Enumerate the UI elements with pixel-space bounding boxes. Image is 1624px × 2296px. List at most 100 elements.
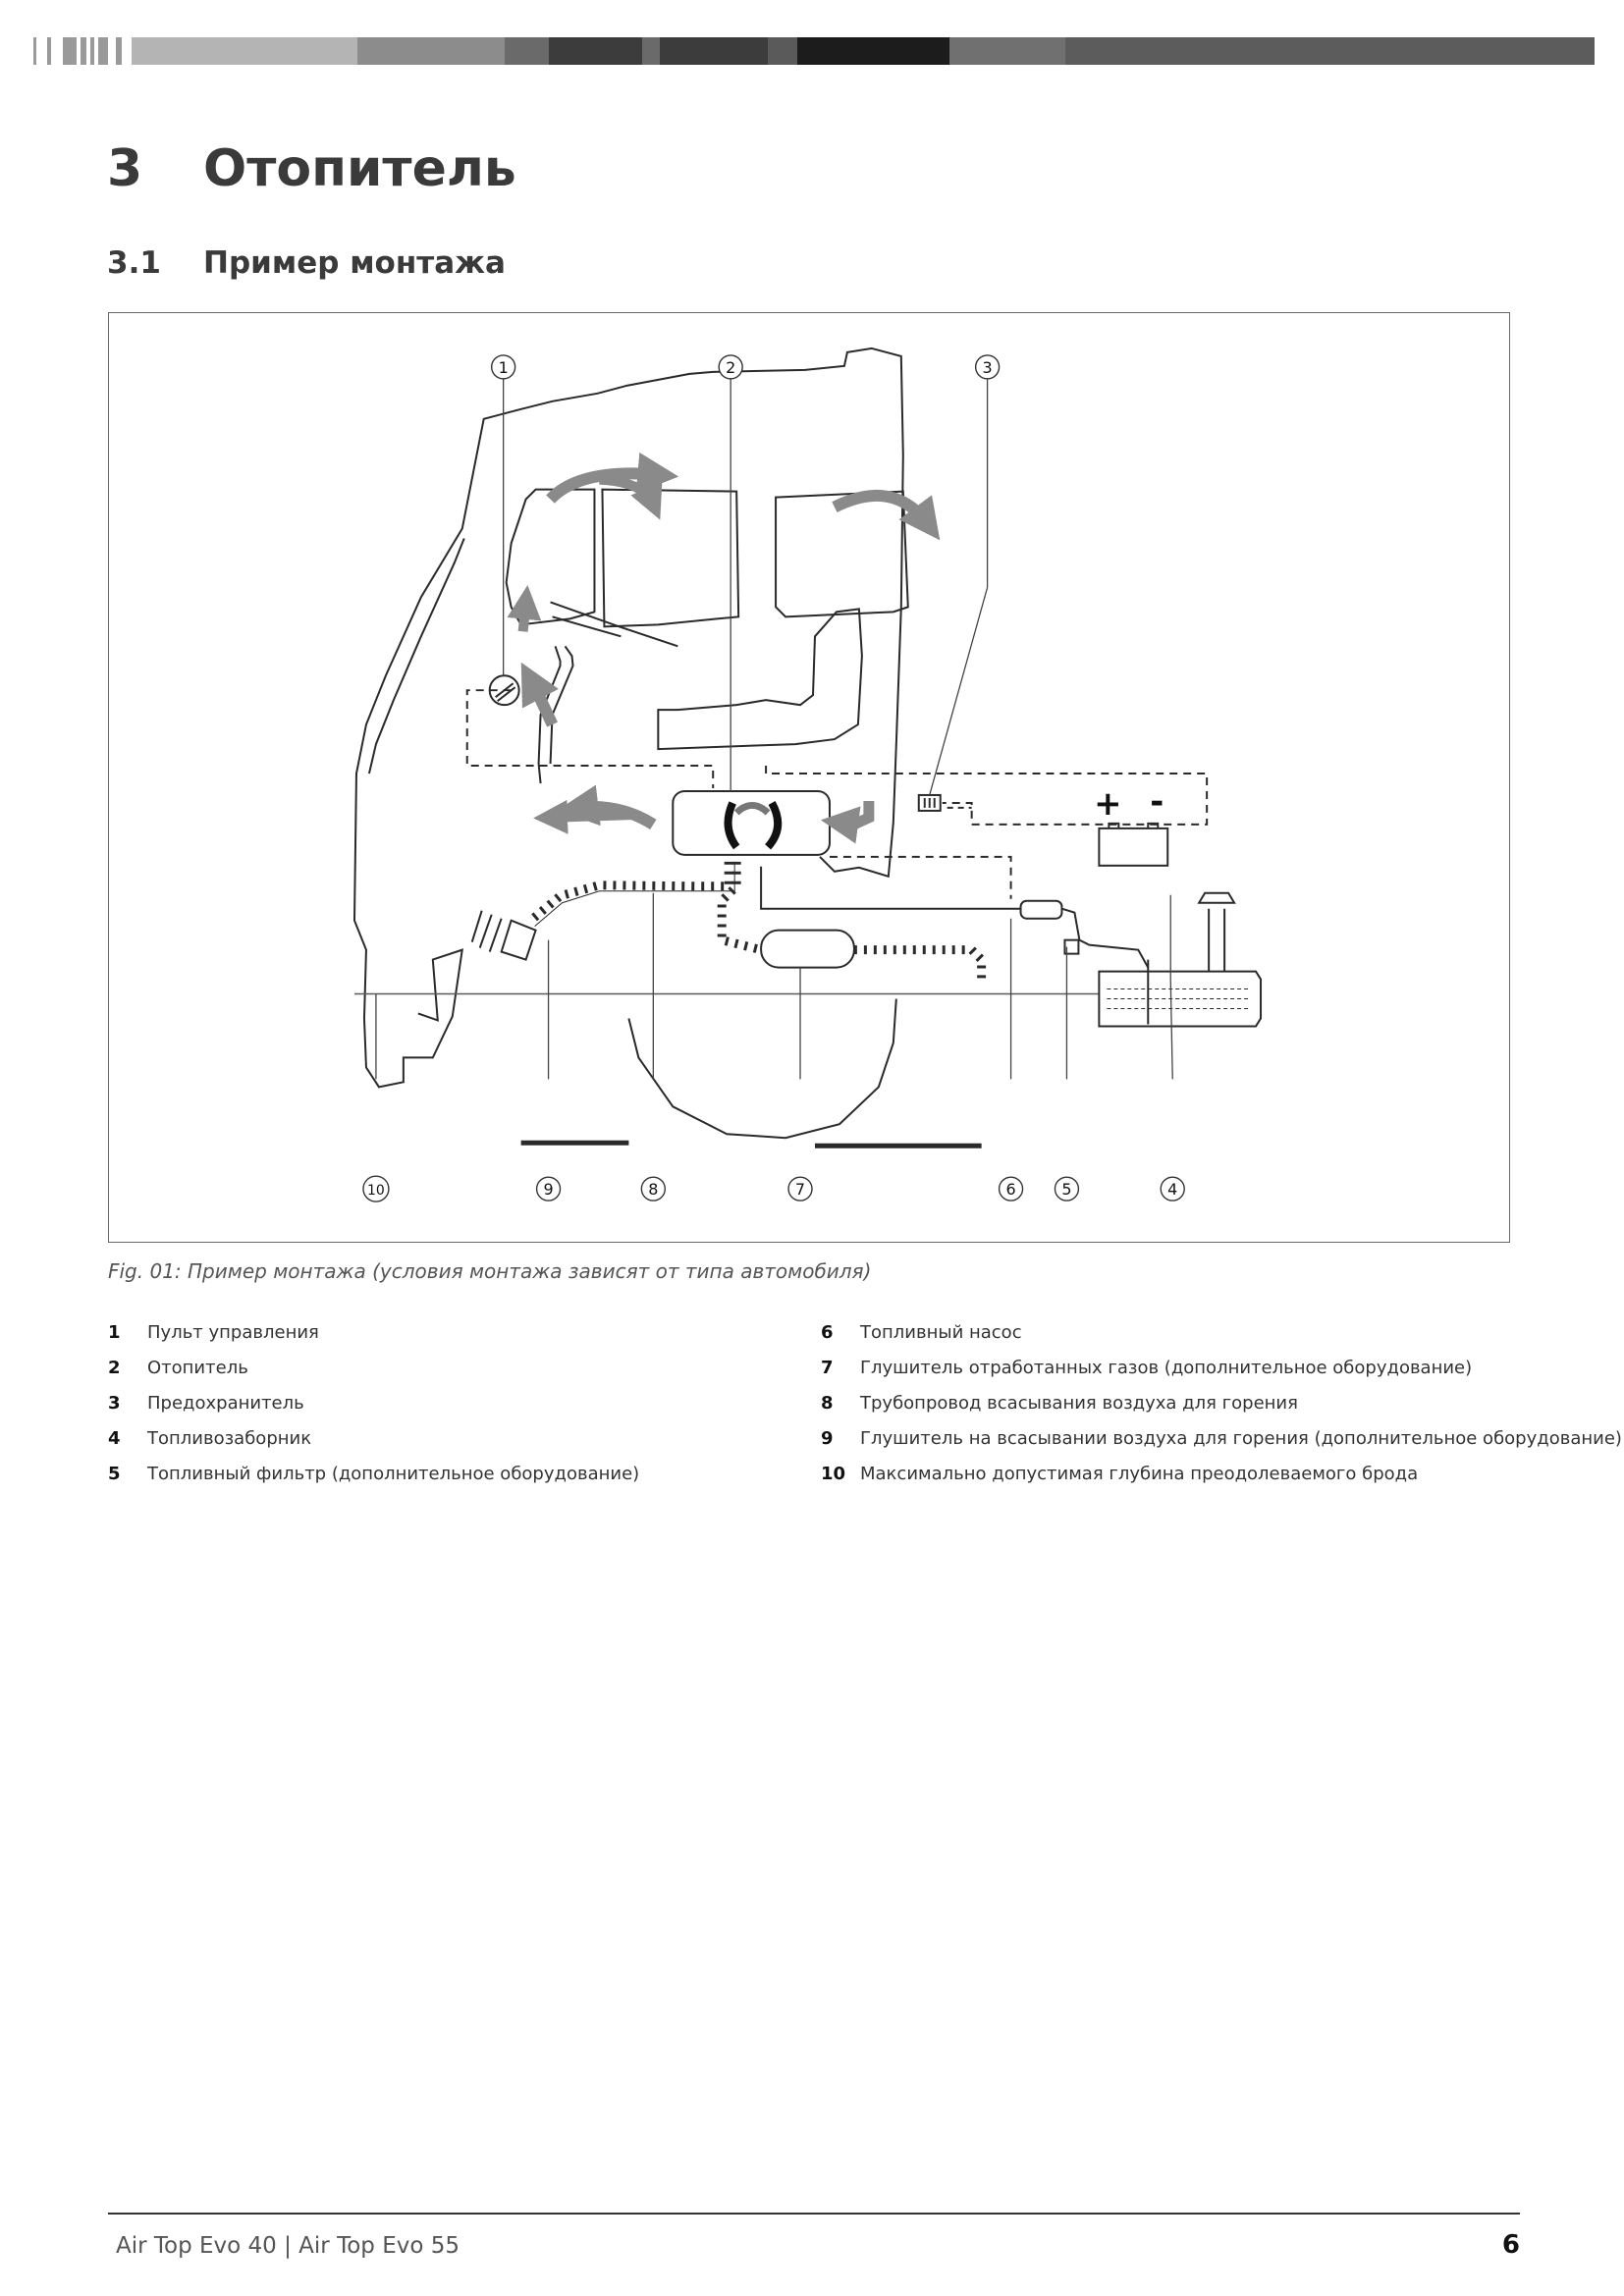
- chapter-title-text: Отопитель: [203, 139, 516, 198]
- legend-text: Топливный фильтр (дополнительное оборудо…: [147, 1464, 640, 1484]
- callout-circle: [1160, 1176, 1185, 1201]
- battery-icon: [1098, 827, 1169, 867]
- page-number: 6: [1501, 2230, 1520, 2260]
- control-wiring: [465, 689, 715, 788]
- airflow-arrow: [520, 662, 559, 727]
- callout-circle: [1054, 1176, 1080, 1201]
- callout-circle: [718, 354, 743, 380]
- header-stripe: [116, 37, 122, 65]
- legend-number: 6: [821, 1322, 834, 1343]
- airflow-arrow: [832, 489, 941, 541]
- callout: 4: [1160, 1176, 1185, 1201]
- battery-plus-label: +: [1094, 784, 1121, 823]
- combustion-air-intake-pipe-outline: [534, 861, 735, 928]
- legend-number: 2: [108, 1358, 121, 1378]
- section-title-text: Пример монтажа: [203, 245, 506, 281]
- legend-item: 2 Отопитель: [108, 1351, 815, 1386]
- header-segment: [642, 37, 660, 65]
- callout-circle: [490, 354, 516, 380]
- section-title: 3.1 Пример монтажа: [107, 245, 506, 281]
- legend-text: Отопитель: [147, 1358, 248, 1378]
- header-segment: [660, 37, 768, 65]
- callout: 9: [535, 1176, 562, 1201]
- legend-number: 9: [821, 1428, 834, 1449]
- callout: 3: [974, 354, 1001, 380]
- fuse-icon-lines: [923, 797, 936, 808]
- callout: 8: [640, 1176, 667, 1201]
- callout-number: 2: [726, 358, 735, 377]
- callout: 10: [362, 1175, 390, 1202]
- wheel-arch: [627, 998, 897, 1140]
- figure-caption: Fig. 01: Пример монтажа (условия монтажа…: [108, 1259, 872, 1283]
- section-number: 3.1: [107, 245, 161, 281]
- chapter-number: 3: [107, 139, 143, 198]
- header-segment: [357, 37, 505, 65]
- legend-item: 10 Максимально допустимая глубина преодол…: [821, 1457, 1528, 1492]
- legend-number: 5: [108, 1464, 121, 1484]
- legend-item: 5 Топливный фильтр (дополнительное оборуд…: [108, 1457, 815, 1492]
- battery-terminals: [1108, 822, 1160, 828]
- rear-window-frame: [775, 490, 909, 618]
- header-segment: [1065, 37, 1595, 65]
- legend-number: 8: [821, 1393, 834, 1414]
- legend-text: Пульт управления: [147, 1322, 319, 1343]
- fuel-filter: [1063, 938, 1080, 955]
- callout-number: 1: [499, 358, 509, 377]
- installation-figure: + -: [108, 312, 1510, 1243]
- airflow-arrow: [599, 474, 663, 520]
- callout-number: 5: [1061, 1180, 1071, 1199]
- callout-leaders: [375, 373, 1173, 1080]
- fuse-wiring: [765, 766, 1209, 826]
- callout: 2: [718, 354, 743, 380]
- intake-silencer: [470, 910, 537, 961]
- legend-number: 4: [108, 1428, 121, 1449]
- heater-symbol-flame: [733, 801, 771, 816]
- callout-number: 8: [648, 1180, 658, 1199]
- legend-text: Предохранитель: [147, 1393, 304, 1414]
- callout: 7: [787, 1176, 813, 1201]
- steering-wheel: [550, 601, 678, 648]
- callout-number: 4: [1167, 1180, 1177, 1199]
- legend-number: 10: [821, 1464, 846, 1484]
- header-stripe: [81, 37, 86, 65]
- callout-number: 3: [983, 358, 993, 377]
- chapter-title: 3 Отопитель: [107, 139, 516, 198]
- fuel-tank-level: [1107, 988, 1252, 1010]
- tank-filler-neck: [1197, 891, 1236, 972]
- legend-number: 3: [108, 1393, 121, 1414]
- callout: 5: [1054, 1176, 1080, 1201]
- truck-cab-outline: [352, 347, 904, 1089]
- legend-number: 7: [821, 1358, 834, 1378]
- pump-wiring: [829, 855, 1012, 899]
- combustion-air-intake-pipe: [527, 861, 733, 925]
- header-stripe: [90, 37, 94, 65]
- header-stripe: [63, 37, 77, 65]
- airflow-arrow: [820, 800, 875, 844]
- callout: 1: [490, 354, 516, 380]
- seat-outline: [657, 608, 863, 751]
- legend-text: Максимально допустимая глубина преодолев…: [860, 1464, 1419, 1484]
- fuel-line: [760, 866, 1150, 969]
- heater-unit: [672, 789, 831, 856]
- header-segment: [768, 37, 797, 65]
- exhaust-silencer: [760, 929, 855, 969]
- footer-rule: [108, 2213, 1520, 2215]
- callout-circle: [535, 1176, 562, 1201]
- airflow-arrow: [507, 585, 542, 632]
- callout-number: 7: [795, 1180, 805, 1199]
- legend-item: 3 Предохранитель: [108, 1386, 815, 1421]
- callout-number: 9: [543, 1180, 553, 1199]
- footer-product-name: Air Top Evo 40 | Air Top Evo 55: [116, 2233, 460, 2259]
- side-window-frame: [601, 488, 740, 628]
- callout-circle: [362, 1175, 390, 1202]
- truck-front-panel: [367, 538, 465, 774]
- control-panel-knob-mark: [495, 682, 516, 702]
- header-segment: [132, 37, 357, 65]
